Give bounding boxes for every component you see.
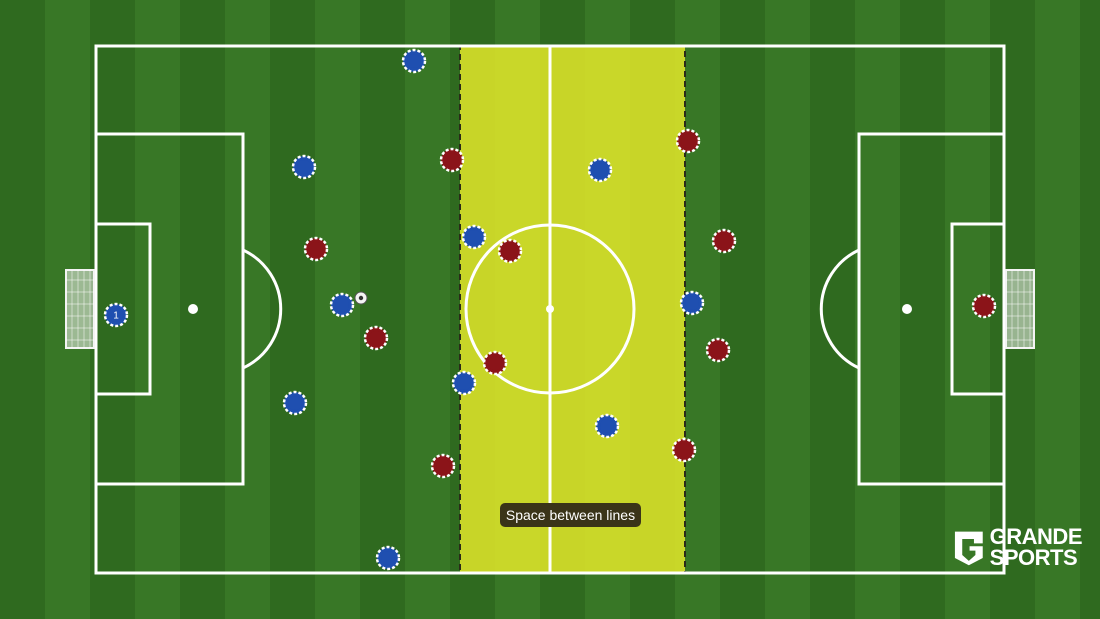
blue-player-token[interactable]: [461, 224, 487, 250]
red-player-token[interactable]: [303, 236, 329, 262]
red-player-token[interactable]: [671, 437, 697, 463]
red-player-token[interactable]: [705, 337, 731, 363]
blue-player-token[interactable]: [451, 370, 477, 396]
red-player-token[interactable]: [430, 453, 456, 479]
brand-line-2: SPORTS: [989, 545, 1078, 570]
pitch-lines: [94, 44, 1006, 575]
blue-player-token[interactable]: [329, 292, 355, 318]
red-player-token[interactable]: [675, 128, 701, 154]
blue-player-token[interactable]: [291, 154, 317, 180]
red-player-token[interactable]: [482, 350, 508, 376]
highlight-zone: [459, 45, 686, 574]
red-player-token[interactable]: [711, 228, 737, 254]
blue-player-token[interactable]: [401, 48, 427, 74]
blue-player-token[interactable]: [679, 290, 705, 316]
red-team: [303, 128, 997, 479]
soccer-ball-icon[interactable]: [354, 291, 368, 305]
blue-player-token[interactable]: [587, 157, 613, 183]
blue-player-token[interactable]: 1: [103, 302, 129, 328]
red-player-token[interactable]: [497, 238, 523, 264]
blue-player-token[interactable]: [375, 545, 401, 571]
blue-team: 1: [103, 48, 705, 571]
brand-logo: GRANDE SPORTS: [952, 521, 1083, 573]
blue-player-token[interactable]: [594, 413, 620, 439]
right-goal: [1005, 269, 1035, 349]
player-number: 1: [113, 311, 119, 322]
red-player-token[interactable]: [363, 325, 389, 351]
zone-label: Space between lines: [500, 503, 641, 527]
left-goal: [65, 269, 95, 349]
blue-player-token[interactable]: [282, 390, 308, 416]
brand-line-1: GRANDE: [989, 524, 1083, 549]
red-player-token[interactable]: [439, 147, 465, 173]
grande-sports-logo-icon: [954, 531, 983, 566]
red-player-token[interactable]: [971, 293, 997, 319]
